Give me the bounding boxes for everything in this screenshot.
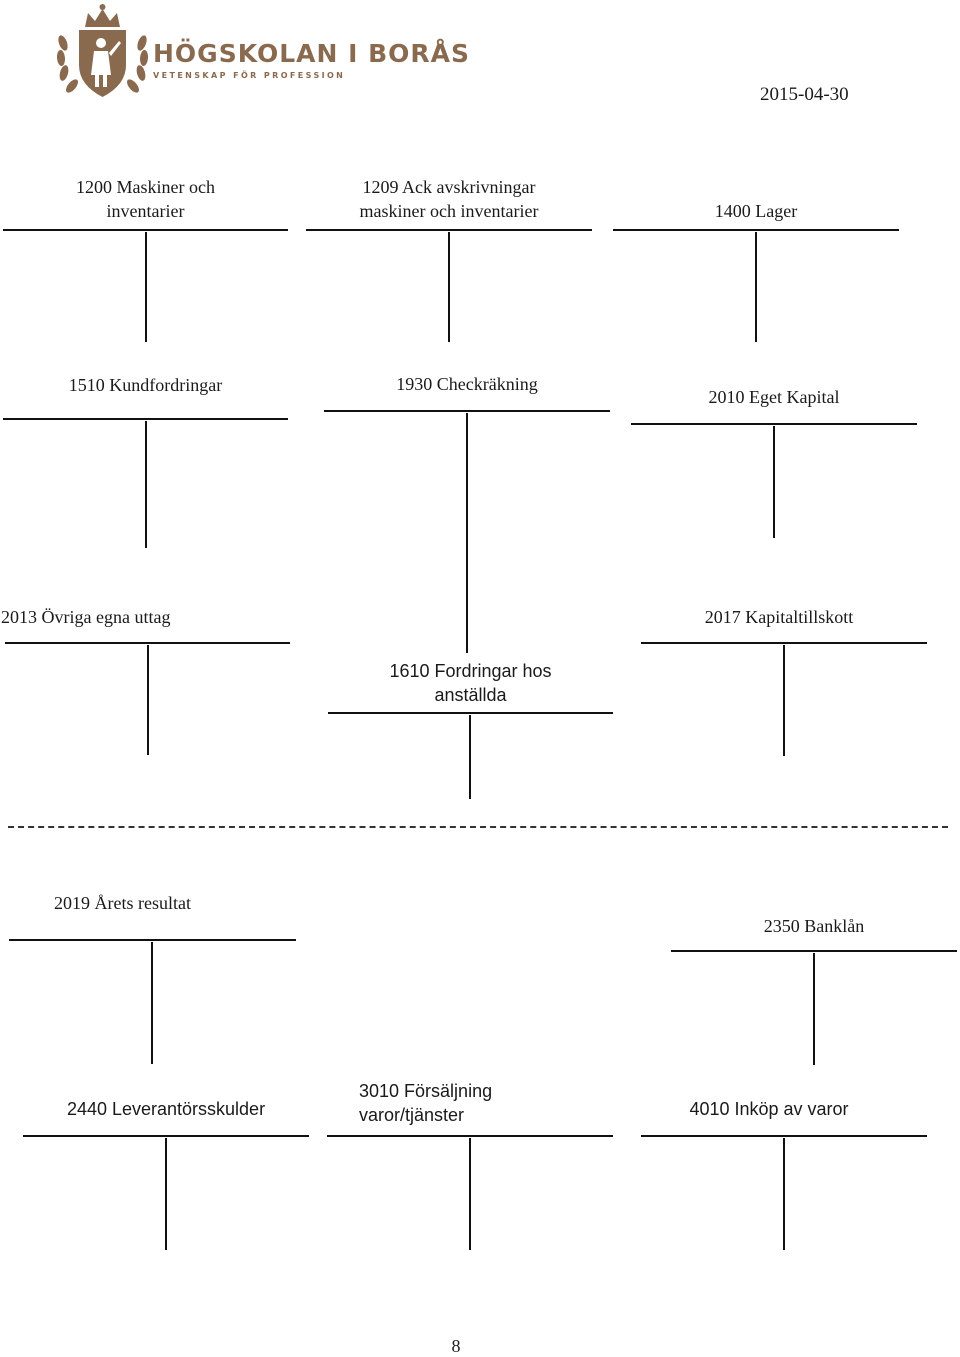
- university-logo: HÖGSKOLAN I BORÅS VETENSKAP FÖR PROFESSI…: [55, 3, 469, 103]
- t-account-top-line: [641, 1135, 927, 1137]
- t-account-top-line: [5, 642, 290, 644]
- account-label: 1200 Maskiner och inventarier: [3, 175, 288, 223]
- t-account-divider: [813, 953, 815, 1065]
- account-label-line: 4010 Inköp av varor: [689, 1099, 849, 1119]
- account-label: 2017 Kapitaltillskott: [631, 605, 927, 629]
- account-label-line: 3010 Försäljning: [359, 1081, 493, 1101]
- account-label: 2440 Leverantörsskulder: [23, 1097, 309, 1121]
- t-account-2010: 2010 Eget Kapital: [631, 340, 917, 425]
- account-label: 1400 Lager: [613, 199, 899, 223]
- t-account-divider: [151, 942, 153, 1064]
- t-account-divider: [145, 232, 147, 342]
- t-account-top-line: [327, 1135, 613, 1137]
- t-account-2440: 2440 Leverantörsskulder: [23, 1080, 309, 1137]
- t-account-2017: 2017 Kapitaltillskott: [641, 580, 927, 644]
- account-label-line: 2019 Årets resultat: [54, 893, 191, 913]
- t-account-top-line: [3, 229, 288, 231]
- account-label-line: 2010 Eget Kapital: [708, 387, 840, 407]
- account-label-line: 1400 Lager: [714, 201, 798, 221]
- t-account-top-line: [9, 939, 296, 941]
- t-account-divider: [466, 413, 468, 653]
- account-label: 3010 Försäljning varor/tjänster: [359, 1079, 492, 1127]
- t-account-2350: 2350 Banklån: [671, 900, 957, 952]
- account-label: 2350 Banklån: [671, 914, 957, 938]
- t-account-1200: 1200 Maskiner och inventarier: [3, 120, 288, 231]
- account-label-line: maskiner och inventarier: [359, 201, 539, 221]
- account-label-line: varor/tjänster: [359, 1105, 465, 1125]
- account-label-line: 1610 Fordringar hos: [389, 661, 552, 681]
- t-account-2019: 2019 Årets resultat: [9, 880, 296, 941]
- t-account-top-line: [324, 410, 610, 412]
- t-account-top-line: [671, 950, 957, 952]
- account-label: 1209 Ack avskrivningar maskiner och inve…: [306, 175, 592, 223]
- t-account-1510: 1510 Kundfordringar: [3, 340, 288, 420]
- document-date: 2015-04-30: [760, 84, 849, 105]
- t-account-top-line: [306, 229, 592, 231]
- account-label-line: anställda: [434, 685, 507, 705]
- account-label-line: 1510 Kundfordringar: [68, 375, 223, 395]
- t-account-divider: [448, 232, 450, 342]
- t-account-top-line: [641, 642, 927, 644]
- account-label: 1610 Fordringar hos anställda: [328, 659, 613, 707]
- t-account-divider: [773, 426, 775, 538]
- account-label: 2013 Övriga egna uttag: [1, 605, 170, 629]
- t-account-divider: [147, 645, 149, 755]
- account-label: 1930 Checkräkning: [324, 372, 610, 396]
- account-label: 4010 Inköp av varor: [611, 1097, 927, 1121]
- t-account-1610: 1610 Fordringar hos anställda: [328, 650, 613, 714]
- t-account-divider: [165, 1138, 167, 1250]
- account-label-line: 1209 Ack avskrivningar: [362, 177, 536, 197]
- account-label-line: 2350 Banklån: [763, 916, 865, 936]
- t-account-top-line: [328, 712, 613, 714]
- account-label-line: 1930 Checkräkning: [396, 374, 538, 394]
- t-account-1209: 1209 Ack avskrivningar maskiner och inve…: [306, 120, 592, 231]
- t-account-1930: 1930 Checkräkning: [324, 340, 610, 412]
- logo-tagline: VETENSKAP FÖR PROFESSION: [153, 71, 346, 80]
- t-account-divider: [783, 645, 785, 756]
- t-account-divider: [783, 1138, 785, 1250]
- t-account-top-line: [3, 418, 288, 420]
- logo-wordmark: HÖGSKOLAN I BORÅS VETENSKAP FÖR PROFESSI…: [153, 39, 471, 81]
- t-account-top-line: [23, 1135, 309, 1137]
- account-label: 1510 Kundfordringar: [3, 373, 288, 397]
- crest-emblem-icon: [56, 4, 149, 97]
- t-account-divider: [755, 232, 757, 342]
- t-account-1400: 1400 Lager: [613, 120, 899, 231]
- t-account-divider: [469, 1138, 471, 1250]
- t-account-2013: 2013 Övriga egna uttag: [1, 580, 290, 644]
- account-label: 2019 Årets resultat: [0, 891, 296, 915]
- dashed-separator: [8, 826, 948, 828]
- t-account-3010: 3010 Försäljning varor/tjänster: [327, 1070, 613, 1137]
- t-account-divider: [469, 715, 471, 799]
- t-account-top-line: [613, 229, 899, 231]
- account-label: 2010 Eget Kapital: [631, 385, 917, 409]
- account-label-line: inventarier: [106, 201, 185, 221]
- account-label-line: 2440 Leverantörsskulder: [66, 1099, 266, 1119]
- t-account-divider: [145, 421, 147, 548]
- account-label-line: 1200 Maskiner och: [76, 177, 215, 197]
- account-label-line: 2017 Kapitaltillskott: [704, 607, 854, 627]
- logo-name: HÖGSKOLAN I BORÅS: [153, 39, 471, 68]
- t-account-top-line: [631, 423, 917, 425]
- page-number: 8: [451, 1336, 461, 1356]
- account-label-line: 2013 Övriga egna uttag: [1, 607, 171, 627]
- t-account-4010: 4010 Inköp av varor: [641, 1080, 927, 1137]
